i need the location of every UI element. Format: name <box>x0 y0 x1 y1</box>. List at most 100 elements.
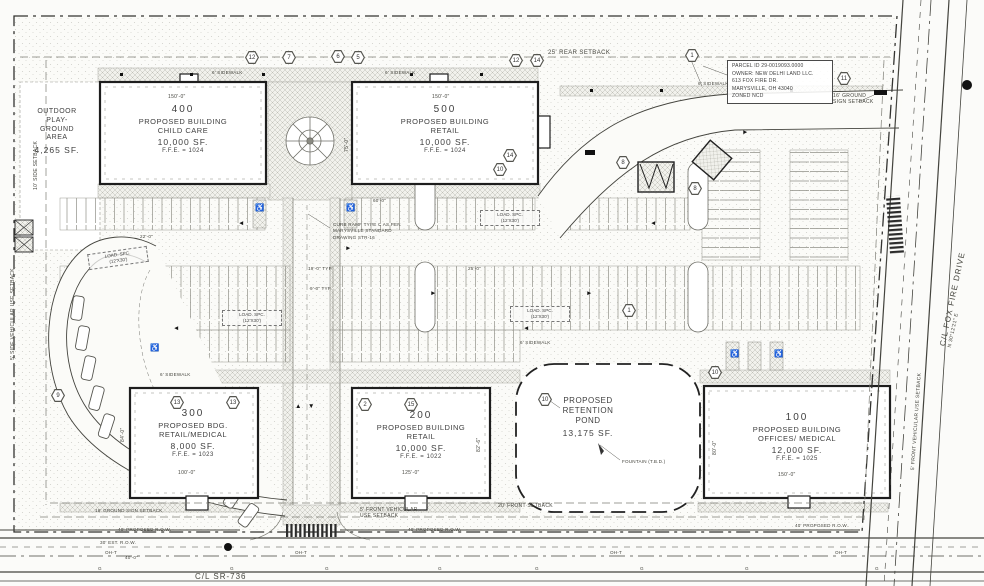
keynote-number: 6 <box>336 53 340 60</box>
load-line: (12'X30') <box>242 317 262 323</box>
keynote-number: 7 <box>287 54 291 61</box>
building-ffe: F.F.E. = 1024 <box>162 147 204 154</box>
keynote-number: 14 <box>506 152 514 159</box>
load-line: (12'X30') <box>500 217 520 223</box>
ground-sign-setback-label: 16' GROUND SIGN SETBACK <box>833 93 874 105</box>
building-use: PROPOSED BUILDING <box>138 116 228 126</box>
sidewalk-label: 6' SIDEWALK <box>385 70 416 75</box>
flow-arrow-icon: ▼ <box>308 403 315 410</box>
dumpster-enclosures <box>637 139 733 193</box>
pond-size: 13,175 SF. <box>562 428 614 438</box>
loading-space: LOAD. SPC. (12'X30') <box>222 310 282 326</box>
row-proposed-label: 40' PROPOSED R.O.W. <box>795 523 849 528</box>
playground-line: OUTDOOR <box>37 108 77 115</box>
building-use: PROPOSED BUILDING <box>752 424 842 434</box>
flow-arrow-icon: ► <box>586 290 593 297</box>
flow-arrow-icon: ◄ <box>523 325 530 332</box>
flow-arrow-icon: ► <box>430 290 437 297</box>
building-300-label: 300 PROPOSED BDG. RETAIL/MEDICAL 8,000 S… <box>138 408 248 459</box>
building-100-label: 100 PROPOSED BUILDING OFFICES/ MEDICAL 1… <box>742 412 852 463</box>
rear-setback-label: 25' REAR SETBACK <box>548 50 611 56</box>
keynote-callout: 5 <box>351 51 365 64</box>
keynote-callout: 1 <box>685 49 699 62</box>
row-proposed-label: 40' PROPOSED R.O.W. <box>408 527 462 532</box>
wheelchair-icon: ♿ <box>774 349 784 358</box>
building-ffe: F.F.E. = 1023 <box>172 451 214 458</box>
road-sr736 <box>0 529 984 582</box>
oht-tag: OH-T <box>295 550 308 555</box>
dim-label: 25'-0" <box>468 266 481 271</box>
keynote-number: 8 <box>621 159 625 166</box>
utility-pads <box>14 219 34 253</box>
road-label-sr736: C/L SR-736 <box>195 572 247 581</box>
building-use: RETAIL <box>406 431 436 441</box>
flow-arrow-icon: ◄ <box>650 220 657 227</box>
note-line: DRAWING STR-16 <box>333 234 375 240</box>
dim-label: 80'-0" <box>712 440 718 455</box>
wheelchair-icon: ♿ <box>150 343 160 352</box>
building-use: PROPOSED BDG. <box>158 420 228 430</box>
setback-line: 16' GROUND <box>833 93 867 99</box>
building-use: CHILD CARE <box>157 125 209 135</box>
keynote-callout: 14 <box>503 149 517 162</box>
row-existing-label: 30' EST. R.O.W. <box>100 540 137 545</box>
keynote-callout: 14 <box>530 54 544 67</box>
gas-tag: G <box>230 566 234 571</box>
dim-label: 84'-0" <box>120 427 126 442</box>
keynote-callout: 10 <box>708 366 722 379</box>
building-500-label: 500 PROPOSED BUILDING RETAIL 10,000 SF. … <box>390 104 500 155</box>
dim-label: 150'-0" <box>778 472 796 478</box>
curved-drive <box>537 89 904 239</box>
keynote-number: 13 <box>173 399 181 406</box>
parcel-line: PARCEL ID 29-0019093.0000 <box>732 63 804 69</box>
oht-tag: OH-T <box>835 550 848 555</box>
building-number: 400 <box>171 104 195 115</box>
dim-label: 150'-0" <box>432 94 450 100</box>
keynote-callout: 12 <box>509 54 523 67</box>
sidewalk-label: 6' SIDEWALK <box>698 81 729 86</box>
keynote-callout: 7 <box>282 51 296 64</box>
pond-line: RETENTION <box>562 406 614 415</box>
keynote-callout: 12 <box>245 51 259 64</box>
keynote-callout: 13 <box>226 396 240 409</box>
front-vehicular-setback-label: 5' FRONT VEHICULAR USE SETBACK <box>360 507 418 519</box>
keynote-number: 10 <box>541 396 549 403</box>
gas-tag: G <box>438 566 442 571</box>
building-use: PROPOSED BUILDING <box>376 422 466 432</box>
plaza-compass <box>285 116 335 166</box>
building-200-label: 200 PROPOSED BUILDING RETAIL 10,000 SF. … <box>366 410 476 461</box>
front-setback-label: 20' FRONT SETBACK <box>498 503 553 509</box>
building-size: 10,000 SF. <box>395 443 447 454</box>
gas-tag: G <box>875 566 879 571</box>
wheelchair-icon: ♿ <box>346 203 356 212</box>
loading-space: LOAD. SPC. (12'X30') <box>480 210 540 226</box>
keynote-number: 10 <box>496 166 504 173</box>
keynote-number: 9 <box>56 392 60 399</box>
sidewalk-label: 6' SIDEWALK <box>160 372 191 377</box>
curb-ramp-note: CURB RAMP TYPE C AS PER MARYSVILLE STAND… <box>333 222 417 241</box>
note-line: MARYSVILLE STANDARD <box>333 228 392 234</box>
wheelchair-icon: ♿ <box>255 203 265 212</box>
keynote-callout: 1 <box>622 304 636 317</box>
setback-line: 5' FRONT VEHICULAR <box>360 507 418 513</box>
keynote-callout: 10 <box>538 393 552 406</box>
building-use: RETAIL <box>430 125 460 135</box>
building-number: 300 <box>181 408 205 419</box>
parcel-line: 613 FOX FIRE DR. <box>732 78 778 84</box>
keynote-number: 1 <box>690 52 694 59</box>
keynote-callout: 11 <box>837 72 851 85</box>
load-line: LOAD. SPC. <box>497 212 523 217</box>
setback-line: SIGN SETBACK <box>833 99 874 105</box>
keynote-number: 14 <box>533 57 541 64</box>
building-size: 10,000 SF. <box>157 137 209 148</box>
building-number: 500 <box>433 104 457 115</box>
flow-arrow-icon: ▲ <box>295 403 302 410</box>
ground-sign-icon <box>874 90 887 95</box>
playground-line: AREA <box>46 134 68 142</box>
load-line: LOAD. SPC. <box>239 312 265 317</box>
parcel-line: OWNER: NEW DELHI LAND LLC. <box>732 70 814 77</box>
gas-tag: G <box>535 566 539 571</box>
property-boundary <box>13 15 898 533</box>
side-vehicular-setback-label: 5' SIDE VEHICULAR USE SETBACK <box>10 268 16 360</box>
building-inner-lines <box>104 86 886 494</box>
